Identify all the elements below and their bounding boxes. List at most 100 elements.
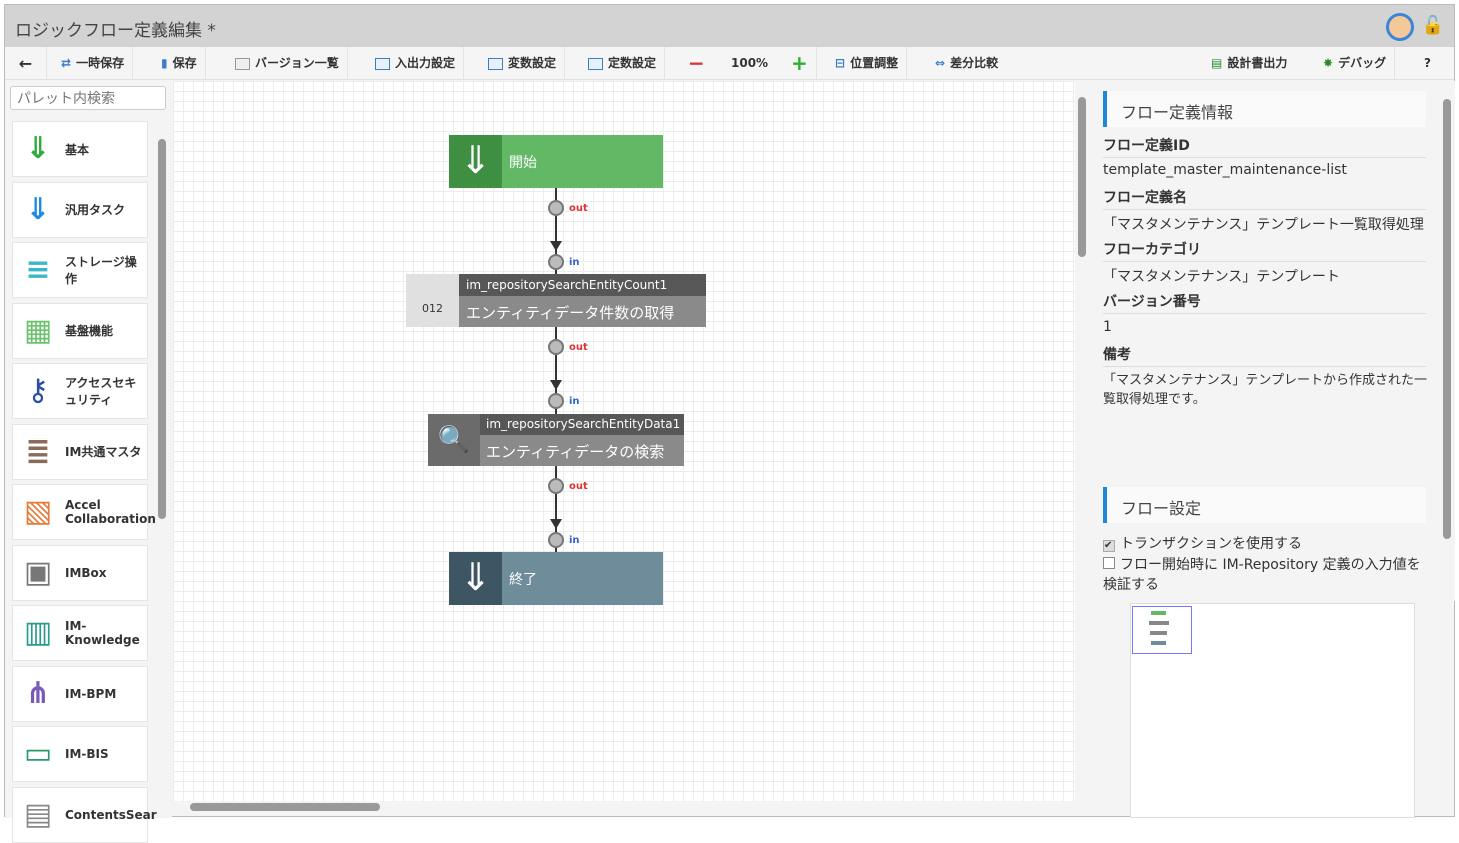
save-label: 保存 [172,56,197,70]
transaction-checkbox[interactable]: ✔トランザクションを使用する [1103,533,1433,553]
down-arrow-icon: ⇓ [449,552,502,605]
diff-label: 差分比較 [950,56,999,70]
zoom-out-button[interactable]: − [688,51,705,75]
in-label: in [569,257,580,268]
export-label: 設計書出力 [1227,56,1288,70]
zoom-level: 100% [731,56,769,70]
palette-item-icon: ▥ [23,615,53,650]
in-port[interactable] [548,532,564,548]
flow-category-label: フローカテゴリ [1103,239,1426,262]
palette-item[interactable]: ▦基盤機能 [12,302,148,359]
palette-item-label: ContentsSear [65,807,157,822]
user-avatar-icon[interactable] [1386,13,1414,41]
diff-icon: ⇔ [935,56,946,70]
zoom-in-button[interactable]: + [783,47,817,80]
end-label: 終了 [509,572,537,588]
export-button[interactable]: ▤ 設計書出力 [1203,47,1295,80]
palette: ⇓基本⇓汎用タスク≡ストレージ操作▦基盤機能⚷アクセスセキュリティ≣IM共通マス… [5,81,172,843]
task-node-search[interactable]: 🔍 im_repositorySearchEntityData1 エンティティデ… [428,414,684,466]
in-port[interactable] [548,393,564,409]
validate-checkbox[interactable]: フロー開始時に IM-Repository 定義の入力値を検証する [1103,555,1433,595]
flow-id-label: フロー定義ID [1103,135,1426,158]
task-name: エンティティデータの検索 [486,443,665,461]
out-port[interactable] [548,339,564,355]
vars-label: 変数設定 [508,56,557,70]
document-icon: ▤ [1211,56,1223,70]
out-label: out [569,342,588,353]
bug-icon: ✸ [1323,56,1334,70]
in-label: in [569,396,580,407]
palette-item-icon: ▧ [23,494,53,529]
minimap[interactable] [1130,603,1415,818]
palette-item-label: IM-Knowledge [65,619,140,647]
window: ロジックフロー定義編集 * 🔓 ← ⇄一時保存 ▮保存 バージョン一覧 入出力設… [4,4,1455,843]
palette-item-label: IM-BIS [65,747,109,761]
page-title: ロジックフロー定義編集 * [15,21,216,41]
palette-item-icon: ⋔ [25,675,51,711]
flow-canvas[interactable]: ⇓ 開始 out in out in out in 012 im_reposit… [173,81,1075,801]
back-button[interactable]: ← [5,47,47,80]
diff-button[interactable]: ⇔ 差分比較 [927,47,1006,80]
palette-item[interactable]: ▧Accel Collaboration [12,484,156,540]
unlock-icon[interactable]: 🔓 [1421,15,1444,36]
task-id: im_repositorySearchEntityData1 [486,417,681,431]
out-port[interactable] [548,200,564,216]
arrow-icon [550,519,562,529]
temp-save-label: 一時保存 [76,56,125,70]
task-name: エンティティデータ件数の取得 [466,304,675,322]
panel-scrollbar[interactable] [1443,99,1451,539]
repository-search-icon: 🔍 [428,414,480,466]
validate-label: フロー開始時に IM-Repository 定義の入力値を検証する [1103,557,1421,593]
align-label: 位置調整 [850,56,899,70]
palette-search-input[interactable] [10,86,166,110]
palette-item[interactable]: ▣IMBox [12,544,148,601]
palette-item[interactable]: ≣IM共通マスタ [12,423,148,480]
flow-settings-header: フロー設定 [1103,487,1426,523]
window-icon [488,57,503,70]
palette-scrollbar[interactable] [158,139,166,519]
palette-item[interactable]: ▤ContentsSear [12,786,157,843]
canvas-horizontal-scrollbar[interactable] [190,803,380,811]
start-label: 開始 [509,155,537,171]
transaction-label: トランザクションを使用する [1120,536,1302,552]
note-textarea[interactable]: 「マスタメンテナンス」テンプレートから作成された一覧取得処理です。 [1103,373,1427,407]
title-bar: ロジックフロー定義編集 * 🔓 [5,5,1454,47]
save-button[interactable]: ▮保存 [153,47,206,80]
palette-item[interactable]: ⇓基本 [12,121,148,177]
palette-item[interactable]: ⚷アクセスセキュリティ [12,363,148,419]
palette-item[interactable]: ≡ストレージ操作 [12,242,148,298]
versions-button[interactable]: バージョン一覧 [227,47,348,80]
debug-button[interactable]: ✸デバッグ [1315,47,1396,80]
palette-item[interactable]: ⋔IM-BPM [12,665,148,722]
start-node[interactable]: ⇓ 開始 [449,135,663,188]
flow-info-header: フロー定義情報 [1103,91,1426,127]
minimap-viewport[interactable] [1132,606,1192,654]
palette-item[interactable]: ⇓汎用タスク [12,181,148,238]
palette-item-label: 汎用タスク [65,203,126,217]
end-node[interactable]: ⇓ 終了 [449,552,663,605]
palette-item-label: 基本 [65,142,90,157]
temp-save-button[interactable]: ⇄一時保存 [53,47,134,80]
task-node-count[interactable]: 012 im_repositorySearchEntityCount1 エンティ… [406,274,706,327]
palette-item[interactable]: ▭ IM-BIS [12,726,148,782]
palette-item[interactable]: ▥ IM-Knowledge [12,605,148,661]
window-icon [375,57,390,70]
constants-button[interactable]: 定数設定 [580,47,666,80]
align-button[interactable]: ⊟ 位置調整 [827,47,908,80]
align-icon: ⊟ [835,56,846,70]
flow-name-value: 「マスタメンテナンス」テンプレート一覧取得処理 [1103,217,1424,233]
variables-button[interactable]: 変数設定 [480,47,566,80]
palette-item-label: アクセスセキュリティ [65,376,137,407]
repository-count-icon: 012 [406,274,459,327]
checkbox-unchecked-icon [1103,557,1115,569]
io-settings-button[interactable]: 入出力設定 [367,47,465,80]
palette-item-icon: ▭ [23,736,53,771]
canvas-vertical-scrollbar[interactable] [1078,97,1086,257]
help-button[interactable]: ? [1424,56,1431,70]
in-port[interactable] [548,254,564,270]
out-port[interactable] [548,478,564,494]
window-icon [588,57,603,70]
flow-name-label: フロー定義名 [1103,187,1426,210]
down-arrow-icon: ⇓ [449,135,502,188]
connector [555,467,557,557]
